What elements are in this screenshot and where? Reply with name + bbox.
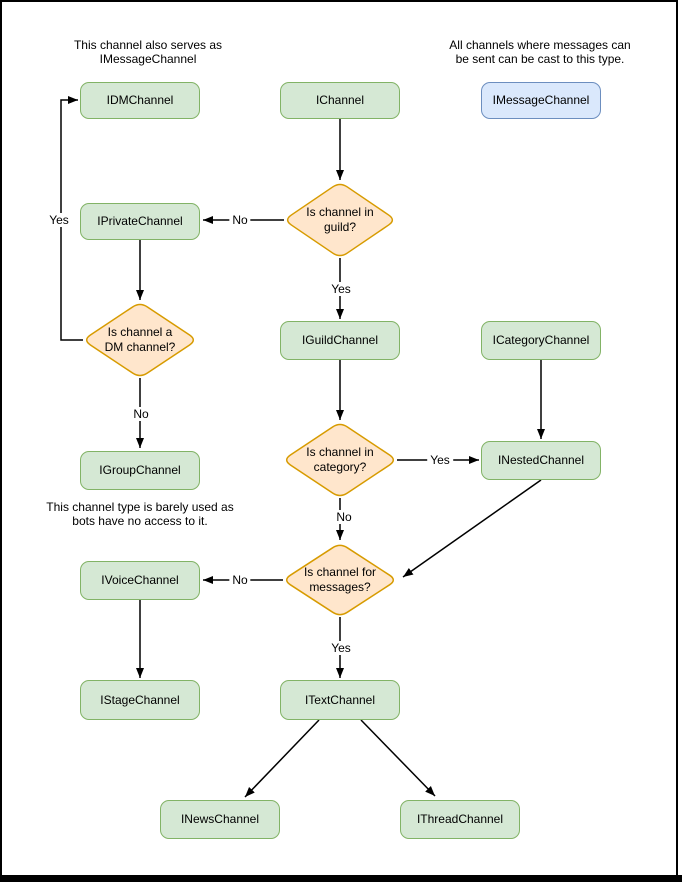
node-IPrivateChannel: IPrivateChannel: [80, 203, 200, 240]
decision-q-dm-line-0: Is channel a: [107, 325, 173, 339]
node-IGuildChannel: IGuildChannel: [280, 321, 400, 360]
node-IMessageChannel: IMessageChannel: [481, 82, 601, 119]
decision-q-messages-line-0: Is channel for: [303, 565, 377, 579]
decision-q-dm-line-1: DM channel?: [104, 340, 176, 354]
node-ITextChannel: ITextChannel: [280, 680, 400, 720]
edge-label-dmq-yes: Yes: [46, 213, 72, 227]
note-message-note-line-0: All channels where messages can: [449, 38, 631, 52]
note-dm-note-line-1: IMessageChannel: [99, 52, 197, 66]
edge-inested-to-msgq: [402, 479, 542, 578]
window-bottom-edge: [0, 875, 682, 882]
edge-label-msgq-no: No: [229, 573, 251, 587]
decision-q-category-line-1: category?: [313, 460, 367, 474]
edge-itext-to-inews: [244, 719, 320, 798]
decision-q-messages-line-1: messages?: [309, 580, 371, 594]
node-IGroupChannel: IGroupChannel: [80, 451, 200, 490]
edge-label-msgq-yes: Yes: [328, 641, 354, 655]
node-INewsChannel: INewsChannel: [160, 800, 280, 839]
note-group-note-line-0: This channel type is barely used as: [46, 500, 234, 514]
node-IChannel: IChannel: [280, 82, 400, 119]
edge-label-guildq-no: No: [229, 213, 251, 227]
note-group-note-line-1: bots have no access to it.: [72, 514, 208, 528]
decision-q-messages-shape: [285, 544, 395, 616]
node-ICategoryChannel: ICategoryChannel: [481, 321, 601, 360]
edge-label-catq-yes: Yes: [427, 453, 453, 467]
edge-label-catq-no: No: [333, 510, 355, 524]
node-IStageChannel: IStageChannel: [80, 680, 200, 720]
edge-itext-to-ithread: [360, 719, 436, 797]
decision-q-guild-line-0: Is channel in: [306, 205, 374, 219]
decision-q-guild-shape: [286, 183, 394, 257]
decision-q-category-shape: [285, 423, 395, 497]
decision-q-category-line-0: Is channel in: [306, 445, 374, 459]
edge-label-dmq-no: No: [130, 407, 152, 421]
decision-q-dm-shape: [85, 303, 195, 377]
edge-label-guildq-yes: Yes: [328, 282, 354, 296]
note-message-note-line-1: be sent can be cast to this type.: [455, 52, 625, 66]
node-INestedChannel: INestedChannel: [481, 441, 601, 480]
node-IDMChannel: IDMChannel: [80, 82, 200, 119]
node-IThreadChannel: IThreadChannel: [400, 800, 520, 839]
node-IVoiceChannel: IVoiceChannel: [80, 561, 200, 600]
note-dm-note-line-0: This channel also serves as: [73, 38, 223, 52]
decision-q-guild-line-1: guild?: [323, 220, 357, 234]
